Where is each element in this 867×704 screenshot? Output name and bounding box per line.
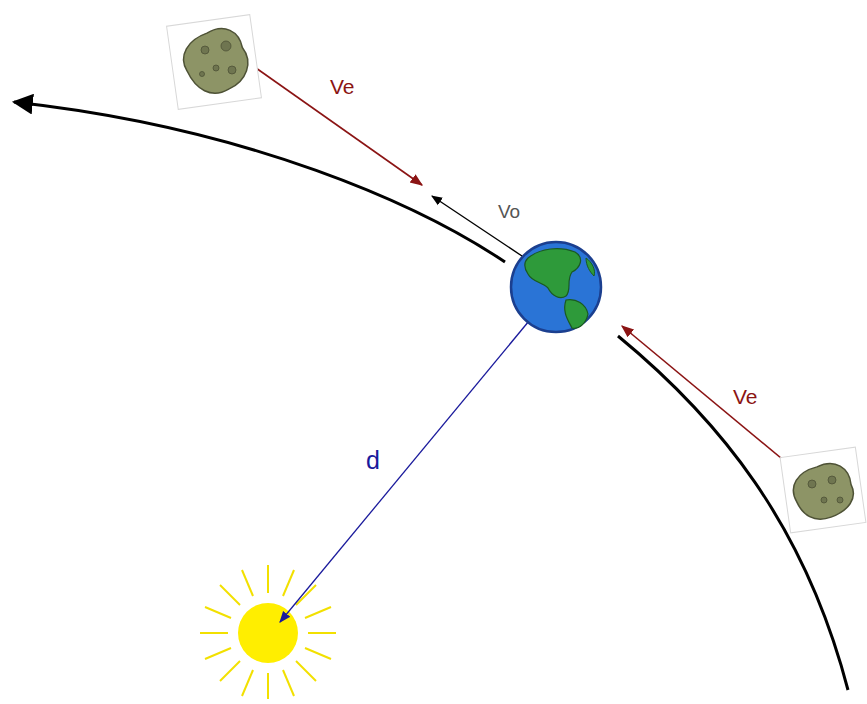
velocity-label: Ve	[733, 386, 758, 407]
orbit-arc	[14, 102, 505, 262]
asteroid	[167, 15, 262, 110]
velocity-label: Vo	[498, 202, 520, 221]
velocity-arrow	[622, 326, 805, 478]
velocity-arrow	[432, 196, 522, 256]
sun-rays	[200, 565, 336, 699]
velocity-label: Ve	[330, 76, 355, 97]
earth	[511, 242, 601, 332]
distance-label: d	[366, 448, 380, 473]
distance-line	[280, 298, 548, 622]
asteroid	[780, 447, 866, 533]
velocity-arrow	[256, 68, 422, 185]
